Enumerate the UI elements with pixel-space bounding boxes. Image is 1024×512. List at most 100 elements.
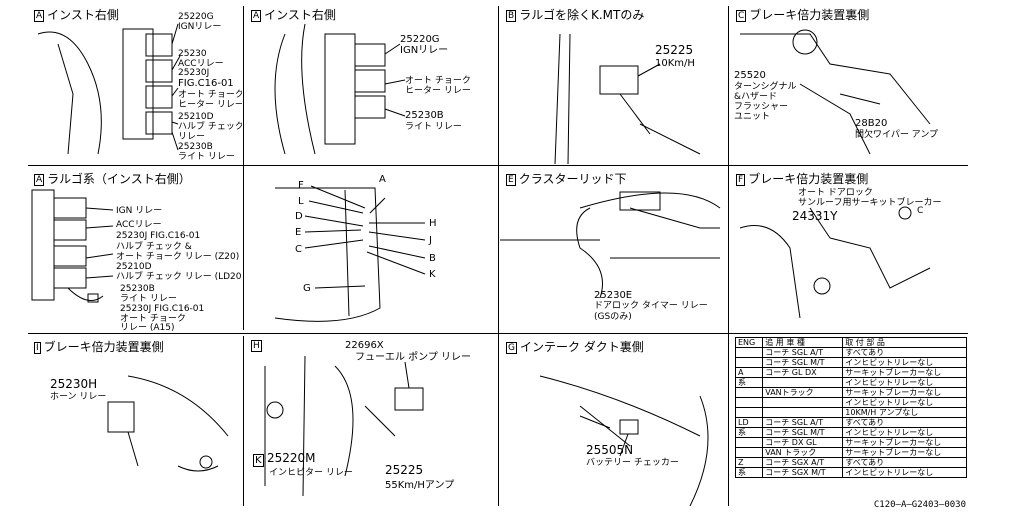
location-letter: J bbox=[429, 235, 432, 246]
part-label: ヒーター リレー bbox=[178, 100, 242, 110]
table-cell bbox=[734, 407, 764, 418]
part-number: 25220G bbox=[178, 12, 214, 22]
table-cell: インヒビットリレーなし bbox=[842, 357, 967, 368]
table-cell: コーチ GL DX bbox=[762, 367, 844, 378]
relay-drawing bbox=[31, 189, 114, 303]
relay-drawing bbox=[37, 23, 181, 155]
table-cell: インヒビットリレーなし bbox=[842, 377, 967, 388]
table-header: ENG 追 用 車 種 取 付 部 品 bbox=[734, 337, 967, 348]
part-label: オート チョーク bbox=[178, 90, 242, 100]
location-letter: G bbox=[303, 283, 311, 294]
panel-title: H bbox=[251, 340, 262, 352]
part-number: 25210D bbox=[178, 112, 214, 122]
table-cell: コーチ DX GL bbox=[762, 437, 844, 448]
divider bbox=[728, 6, 729, 506]
divider bbox=[243, 336, 244, 506]
horn-relay-drawing bbox=[107, 375, 229, 472]
table-cell: コーチ SGX M/T bbox=[762, 467, 844, 478]
part-label: IGN リレー bbox=[116, 206, 163, 216]
location-letter: C bbox=[295, 244, 302, 255]
part-label: リレー bbox=[178, 132, 206, 142]
part-number: 22696X bbox=[345, 340, 384, 351]
table-cell: VANトラック bbox=[762, 387, 844, 398]
part-label: バッテリー チェッカー bbox=[586, 458, 679, 468]
part-number: 25220M bbox=[267, 451, 316, 465]
table-cell: Z bbox=[734, 457, 764, 468]
table-row: 系 インヒビットリレーなし bbox=[734, 377, 967, 388]
part-label: IGNリレー bbox=[178, 22, 222, 32]
header-cell: 取 付 部 品 bbox=[842, 337, 967, 348]
table-cell: インヒビットリレーなし bbox=[842, 427, 967, 438]
part-number: 25230J bbox=[178, 68, 210, 78]
part-label: (GSのみ) bbox=[594, 312, 632, 322]
table-cell: 系 bbox=[734, 467, 764, 478]
part-label: オート チョーク bbox=[405, 76, 471, 86]
part-label: インヒビター リレー bbox=[269, 468, 353, 478]
table-cell: LD bbox=[734, 417, 764, 428]
part-label: ハルブ チェック bbox=[178, 122, 242, 132]
part-label: ドアロック タイマー リレー bbox=[594, 301, 708, 311]
table-cell: サーキットブレーカーなし bbox=[842, 437, 967, 448]
part-number: 24331Y bbox=[792, 209, 838, 223]
table-cell: インヒビットリレーなし bbox=[842, 397, 967, 408]
part-label: ターンシグナル bbox=[734, 82, 797, 92]
part-label: ハルブ チェック リレー (LD20) bbox=[116, 272, 242, 282]
location-letter: B bbox=[429, 253, 436, 264]
part-label: ライト リレー bbox=[178, 152, 235, 162]
location-letter: D bbox=[295, 211, 303, 222]
circuit-breaker-drawing bbox=[739, 206, 931, 319]
location-letter: F bbox=[298, 180, 304, 191]
divider bbox=[243, 6, 244, 330]
table-cell: サーキットブレーカーなし bbox=[842, 447, 967, 458]
timer-relay-drawing bbox=[500, 191, 721, 299]
table-cell: すべてあり bbox=[842, 347, 967, 358]
table-cell: コーチ SGL M/T bbox=[762, 357, 844, 368]
part-number: 25230B bbox=[405, 110, 444, 121]
table-cell: 系 bbox=[734, 377, 764, 388]
table-cell bbox=[734, 347, 764, 358]
part-label: ホーン リレー bbox=[50, 392, 107, 402]
part-label: ACCリレー bbox=[116, 220, 162, 230]
part-number: 25230E bbox=[594, 290, 633, 301]
part-label: 55Km/Hアンプ bbox=[385, 480, 455, 491]
part-label: オート チョーク リレー (Z20) bbox=[116, 252, 240, 262]
location-letter: A bbox=[379, 174, 386, 185]
table-row: インヒビットリレーなし bbox=[734, 397, 967, 408]
figure-reference: 25230J FIG.C16-01 bbox=[120, 304, 205, 314]
location-letter: E bbox=[295, 227, 302, 238]
part-label: リレー (A15) bbox=[120, 323, 175, 332]
table-cell: コーチ SGL A/T bbox=[762, 347, 844, 358]
table-cell: 10KM/H アンプなし bbox=[842, 407, 967, 418]
location-letter: H bbox=[429, 218, 437, 229]
relay-drawing bbox=[274, 23, 406, 155]
amp-drawing bbox=[554, 33, 701, 164]
location-key: K bbox=[253, 454, 264, 467]
table-cell: VAN トラック bbox=[762, 447, 844, 458]
table-cell: コーチ SGX A/T bbox=[762, 457, 844, 468]
part-label: ACCリレー bbox=[178, 59, 224, 69]
table-cell: コーチ SGL A/T bbox=[762, 417, 844, 428]
table-row: 10KM/H アンプなし bbox=[734, 407, 967, 418]
connector-letter: C bbox=[917, 206, 924, 216]
part-label: ハルブ チェック & bbox=[116, 242, 192, 252]
table-cell: コーチ SGL M/T bbox=[762, 427, 844, 438]
figure-reference: 25230J FIG.C16-01 bbox=[116, 231, 201, 241]
battery-checker-drawing bbox=[539, 375, 709, 506]
table-cell bbox=[762, 397, 844, 408]
